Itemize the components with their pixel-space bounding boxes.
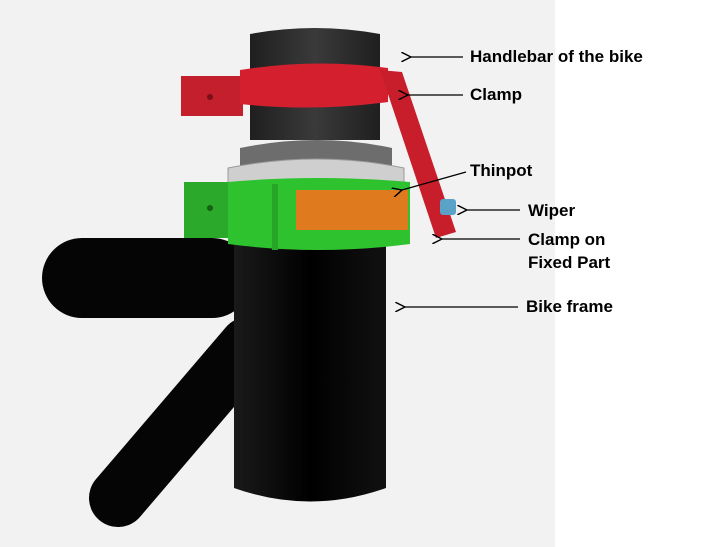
clamp-arm (380, 70, 456, 238)
orange-strip (296, 190, 408, 230)
label-wiper: Wiper (528, 201, 576, 220)
clamp-band (240, 63, 388, 108)
top-tube (42, 238, 252, 318)
clamp-hole (207, 94, 213, 100)
thinpot-arrow (402, 171, 467, 190)
down-tube (89, 317, 277, 527)
head-tube (234, 240, 386, 502)
annotation-arrows (402, 57, 520, 307)
label-bike-frame: Bike frame (526, 297, 613, 316)
bike-frame (42, 238, 386, 527)
label-clamp-fixed-line2: Fixed Part (528, 253, 611, 272)
wiper-knob (440, 199, 456, 215)
label-thinpot: Thinpot (470, 161, 533, 180)
red-clamp (181, 63, 456, 238)
label-clamp-fixed-line1: Clamp on (528, 230, 606, 249)
fixed-clamp-ear (184, 182, 228, 238)
label-handlebar: Handlebar of the bike (470, 47, 643, 66)
label-clamp: Clamp (470, 85, 522, 104)
